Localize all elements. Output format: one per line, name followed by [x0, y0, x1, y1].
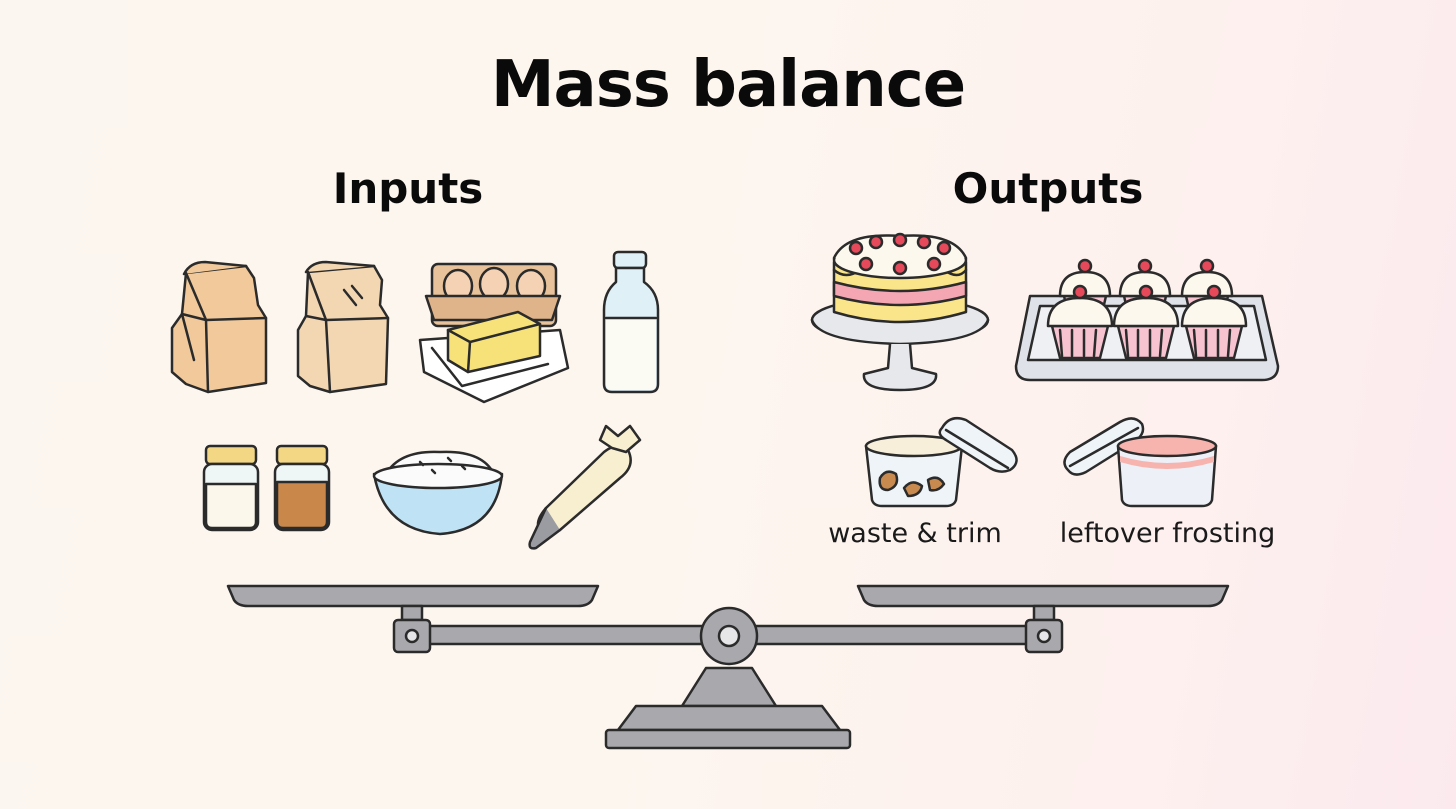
leftover-caption: leftover frosting	[1059, 518, 1276, 549]
paper-bag-icon	[296, 260, 390, 394]
egg-carton-and-butter-icon	[418, 262, 570, 404]
waste-container-icon	[864, 417, 1018, 508]
outputs-heading: Outputs	[952, 164, 1144, 213]
piping-bag-icon	[528, 424, 642, 550]
balance-scale-icon	[226, 584, 1230, 750]
milk-bottle-icon	[602, 250, 660, 394]
layer-cake-icon	[810, 232, 990, 392]
jar-icon	[273, 444, 331, 532]
jar-icon	[202, 444, 260, 532]
cupcake-tray-icon	[1014, 258, 1280, 382]
waste-caption: waste & trim	[828, 518, 1002, 549]
flour-bowl-icon	[372, 450, 504, 536]
page-title: Mass balance	[490, 48, 966, 122]
inputs-heading: Inputs	[332, 164, 484, 213]
frosting-container-icon	[1063, 417, 1218, 508]
paper-bag-icon	[170, 260, 268, 394]
